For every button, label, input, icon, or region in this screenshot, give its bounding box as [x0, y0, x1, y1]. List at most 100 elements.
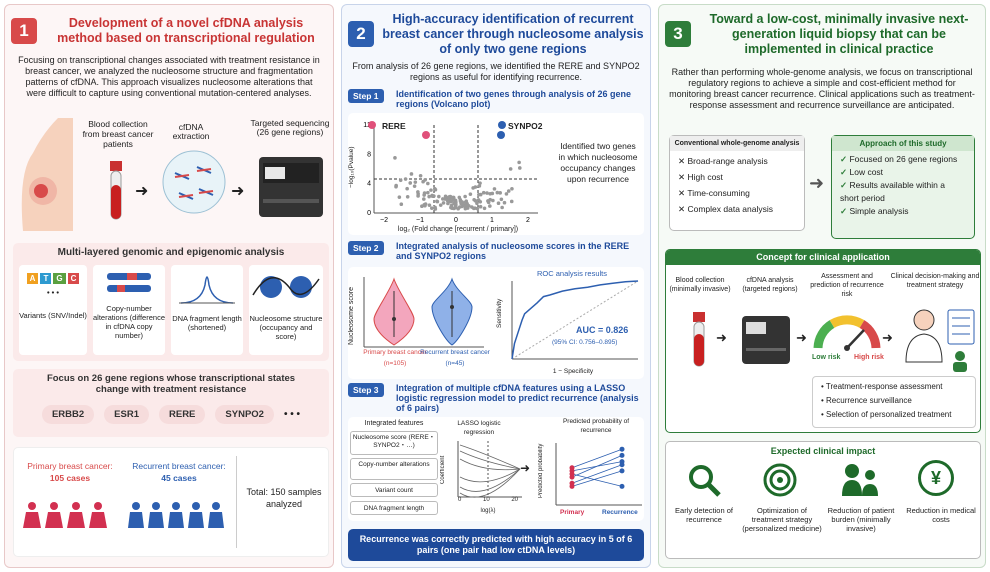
arrow-icon: ➜	[882, 330, 893, 345]
nucleosome-icon	[252, 276, 320, 298]
multi-label: DNA fragment length (shortened)	[172, 314, 242, 332]
magnifier-icon	[689, 465, 721, 497]
data-point	[409, 172, 414, 176]
gene-pill: SYNPO2	[215, 405, 274, 424]
patient-icon	[21, 118, 73, 231]
data-point	[477, 184, 482, 188]
volcano-ylabel: −log₁₀(Pvalue)	[348, 146, 355, 188]
feature-item: Copy-number alterations	[350, 458, 438, 480]
violin-median	[392, 317, 396, 321]
data-point	[398, 178, 403, 183]
synpo2-legend-dot	[498, 121, 506, 129]
data-point	[427, 203, 432, 207]
result-banner: Recurrence was correctly predicted with …	[348, 529, 644, 561]
low-risk-label: Low risk	[812, 354, 841, 361]
recurrence-point	[619, 446, 625, 452]
data-point	[472, 198, 476, 202]
recurrent-person-icons	[128, 502, 224, 528]
blood-tube-icon	[693, 312, 705, 367]
data-point	[508, 167, 513, 171]
conventional-item: ✕ Time-consuming	[678, 188, 750, 198]
data-point	[478, 192, 483, 197]
data-point	[463, 206, 468, 211]
data-point	[449, 205, 453, 210]
roc-ylabel: Sensitivity	[496, 298, 503, 328]
data-point	[488, 191, 492, 196]
divider	[236, 456, 237, 548]
y-tick-label: 8	[367, 151, 371, 158]
recurrent-cases: 45 cases	[161, 473, 197, 483]
data-point	[405, 186, 409, 191]
coefficient-path	[459, 468, 521, 492]
x-tick-label: 2	[526, 217, 530, 224]
primary-point	[569, 483, 575, 489]
data-point	[413, 180, 418, 184]
lasso-xtick: 20	[511, 497, 518, 503]
data-point	[496, 201, 501, 206]
pair-line	[571, 470, 623, 487]
lasso-xtick: 0	[458, 497, 462, 503]
coefficient-path	[459, 468, 521, 498]
data-point	[422, 197, 426, 201]
total-samples: Total: 150 samples analyzed	[246, 487, 322, 509]
data-point	[481, 190, 486, 195]
blood-tube-icon	[110, 161, 122, 220]
study-title: Approach of this study	[832, 136, 974, 151]
data-point	[438, 203, 443, 207]
intro-text: From analysis of 26 gene regions, we ide…	[352, 61, 640, 82]
pred-primary-label: Primary	[560, 509, 585, 516]
data-point	[456, 206, 460, 211]
panel-number: 2	[348, 21, 374, 47]
feature-item: DNA fragment length	[350, 501, 438, 515]
rere-label: RERE	[382, 121, 406, 131]
data-point	[451, 198, 456, 202]
chromosome-icon	[107, 273, 151, 292]
gene-pill: RERE	[159, 405, 206, 424]
concept-step: cfDNA analysis (targeted regions)	[742, 277, 798, 293]
data-point	[397, 195, 402, 199]
data-point	[433, 205, 437, 210]
sequencer-icon	[742, 316, 790, 364]
recurrence-point	[619, 452, 625, 458]
recurrent-label: Recurrent breast cancer:	[132, 461, 226, 471]
panel-2: 2 High-accuracy identification of recurr…	[341, 4, 651, 568]
y-tick-label: 0	[367, 210, 371, 217]
sampling-flow: Blood collection from breast cancer pati…	[13, 113, 329, 235]
data-point	[416, 190, 420, 194]
data-point	[418, 173, 423, 178]
feature-item: Nucleosome score (RERE・SYNPO2・…)	[350, 431, 438, 455]
roc-curve	[511, 280, 639, 360]
recurrence-point	[619, 459, 625, 465]
cohort-box: Primary breast cancer: 105 cases Recurre…	[13, 447, 329, 557]
conventional-box: Conventional whole-genome analysis ✕ Bro…	[669, 135, 805, 231]
dots: • • •	[46, 288, 60, 297]
data-point	[423, 203, 427, 208]
recurrence-point	[619, 483, 625, 489]
data-point	[453, 201, 458, 206]
coefficient-path	[459, 458, 521, 471]
data-point	[443, 194, 448, 199]
arrow-icon: ➜	[796, 330, 807, 345]
data-point	[457, 195, 462, 200]
data-point	[475, 206, 480, 211]
panel-1: 1 Development of a novel cfDNA analysis …	[4, 4, 334, 568]
data-point	[518, 166, 522, 170]
study-item: ✓ Low cost	[840, 167, 884, 177]
data-point	[500, 205, 504, 210]
primary-point	[569, 465, 575, 471]
step-tag: Step 2	[348, 241, 384, 255]
feature-item: Variant count	[350, 483, 438, 497]
uses-list: • Treatment-response assessment • Recurr…	[812, 376, 976, 428]
study-item: ✓ Results available within a short perio…	[840, 180, 945, 203]
data-point	[458, 199, 463, 204]
arrow-icon: ➜	[231, 183, 245, 200]
data-point	[394, 184, 398, 189]
doctor-icon	[905, 309, 975, 372]
multi-label: Copy-number alterations (difference in c…	[93, 304, 165, 340]
conventional-item: ✕ High cost	[678, 172, 723, 182]
x-tick-label: 1	[490, 217, 494, 224]
risk-gauge-icon	[813, 315, 881, 351]
pred-ylabel: Predicted probability	[538, 443, 544, 499]
